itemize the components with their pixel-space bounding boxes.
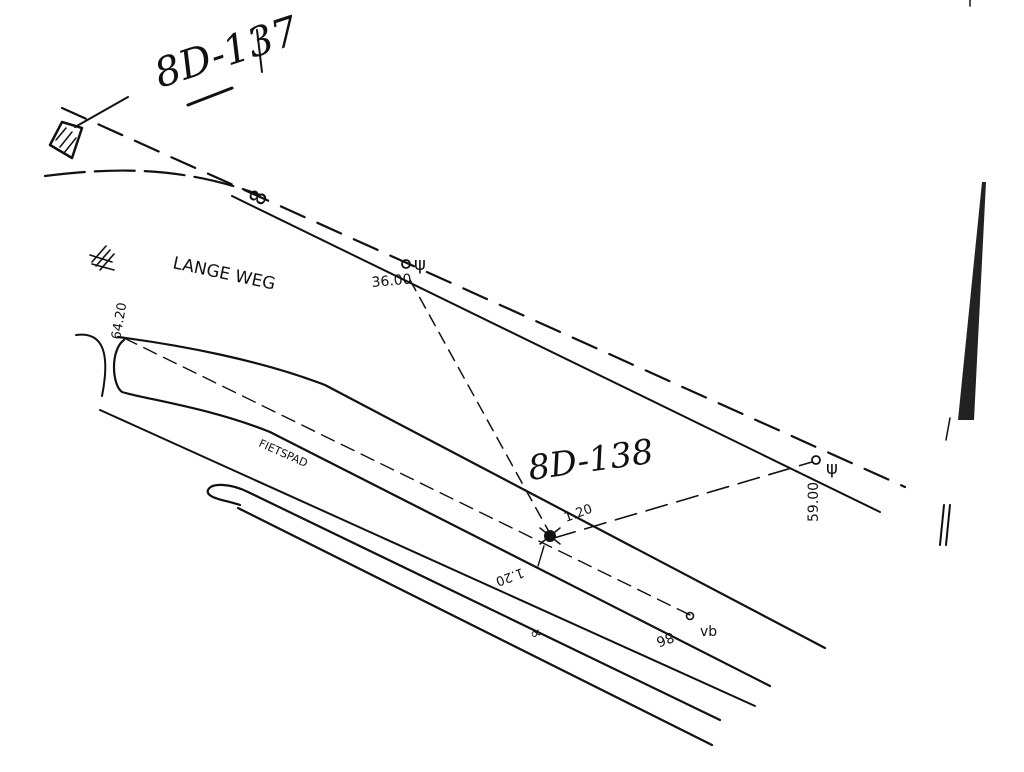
road-edge-solid [231,195,881,513]
offset-upper-label: 1.20 [562,502,594,526]
benchmark-main-marker-icon [539,527,561,545]
benchmark-top-label: 8D-137 [149,8,305,98]
bikepath-edge [99,409,756,707]
benchmark-main-label: 8D-138 [526,432,656,489]
measure-line-left [409,279,549,531]
pole-right-distance: 59.00 [806,482,822,522]
offset-tick [537,545,545,567]
road-edge-upper-dashed [60,106,907,489]
right-edge-hatch [939,0,986,546]
curb-reference-label: 64.20 [109,301,130,340]
benchmark-top-tick [256,29,263,73]
pole-left-distance: 36.00 [371,272,412,291]
measure-line-right [553,461,813,539]
offset-lower-label: 1.20 [493,564,525,588]
pole-left-symbol: ψ [414,254,426,275]
curb-outline-upper [116,335,827,650]
curb-left-end [75,333,107,397]
pole-right-icon [811,455,821,465]
bikepath-centerline-dashed [123,337,691,616]
ditch-outline [206,483,722,747]
road-mark: 8 [245,186,274,209]
hatch-symbol-icon [89,245,115,271]
bikepath-label: FIETSPAD [257,437,310,470]
road-edge-curve [43,169,262,197]
point-vb-label: vb [700,624,717,640]
ditch-mark: ∝ [527,622,544,644]
benchmark-top-underline [186,86,234,107]
pole-right-symbol: ψ [826,458,838,479]
lower-distance-label: 86 [654,628,676,649]
curb-outline-lower [113,338,772,688]
street-name-label: LANGE WEG [171,253,277,294]
point-vb-icon [685,611,695,621]
pole-left-icon [401,259,411,269]
building-marker-icon [48,96,129,160]
